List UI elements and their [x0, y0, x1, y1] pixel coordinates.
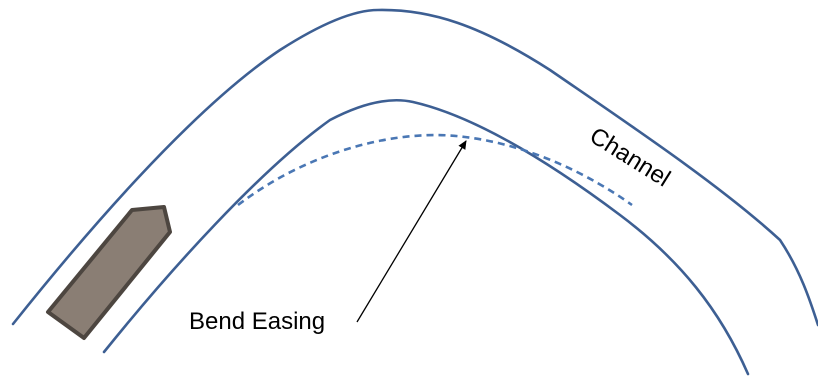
bend-easing-label: Bend Easing — [189, 308, 325, 335]
channel-label: Channel — [585, 122, 675, 192]
channel-outer-bank — [11, 8, 818, 327]
channel-inner-bank — [102, 99, 750, 376]
bend-easing-pointer — [356, 140, 467, 323]
vessel-icon — [46, 205, 172, 340]
bend-easing-line — [237, 133, 633, 207]
